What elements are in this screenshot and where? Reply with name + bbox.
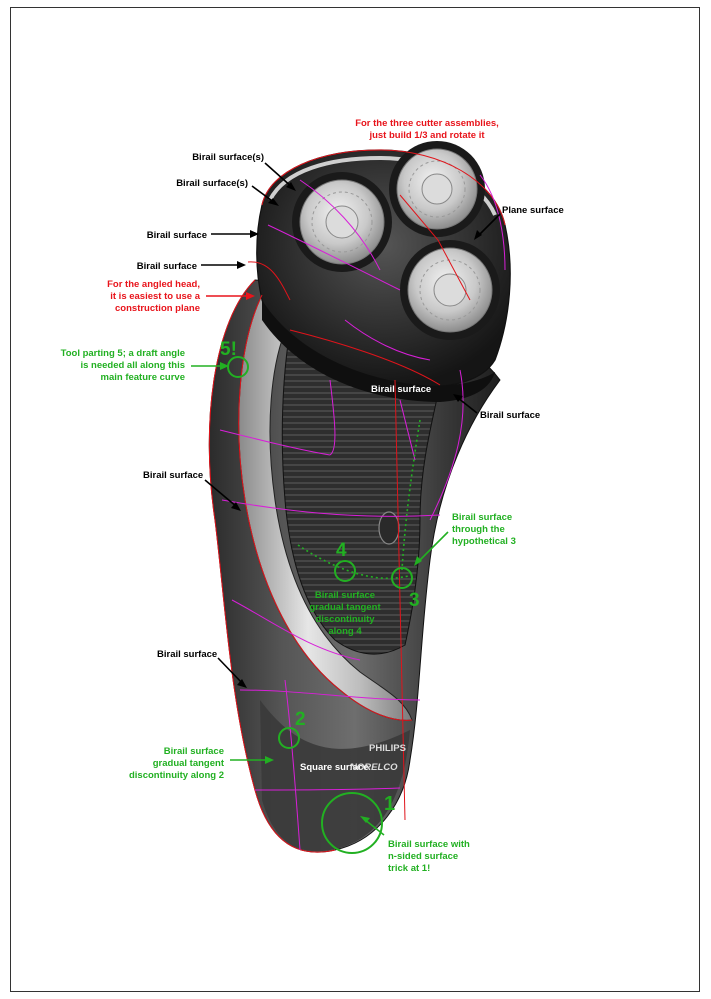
birail-nsided-line3: trick at 1!	[388, 863, 430, 874]
birail-gradual2-line1: Birail surface	[164, 746, 224, 757]
marker-number-4: 4	[336, 540, 347, 561]
marker-circle-4	[334, 560, 356, 582]
construction-curves	[208, 149, 506, 853]
angled-head-line3: construction plane	[115, 303, 200, 314]
birail-gradual4-line4: along 4	[328, 626, 362, 637]
birail-left-label-1: Birail surface	[147, 230, 207, 241]
birail-hypo-line2: through the	[452, 524, 505, 535]
marker-circle-1	[321, 792, 383, 854]
cutters-note-line2: just build 1/3 and rotate it	[368, 130, 485, 141]
birail-body-left-label: Birail surface	[143, 470, 203, 481]
cutters-note-line1: For the three cutter assemblies,	[355, 118, 499, 129]
marker-number-1: 1	[384, 793, 395, 815]
angled-head-line2: it is easiest to use a	[110, 291, 200, 302]
marker-circle-3	[391, 567, 413, 589]
birail-nsided-line2: n-sided surface	[388, 851, 458, 862]
birail-gradual4-line2: gradual tangent	[309, 602, 381, 613]
arrows	[191, 162, 501, 836]
marker-number-5: 5!	[220, 339, 237, 360]
labels: For the three cutter assemblies, just bu…	[61, 118, 564, 874]
birail-gradual4-line3: discontinuity	[315, 614, 375, 625]
plane-surface-label: Plane surface	[502, 205, 564, 216]
birail-nsided-line1: Birail surface with	[388, 839, 470, 850]
birail-neck-label: Birail surface	[371, 384, 431, 395]
birail-hypo-line3: hypothetical 3	[452, 536, 516, 547]
brand-norelco: NORELCO	[350, 762, 398, 773]
cutter-top-right	[389, 141, 485, 237]
birail-surfaces-label-1: Birail surface(s)	[192, 152, 264, 163]
birail-lower-left-label: Birail surface	[157, 649, 217, 660]
birail-right-neck-label: Birail surface	[480, 410, 540, 421]
angled-head-line1: For the angled head,	[107, 279, 200, 290]
marker-number-2: 2	[295, 709, 306, 730]
birail-hypo-line1: Birail surface	[452, 512, 512, 523]
tool-parting-line2: is needed all along this	[80, 360, 185, 371]
marker-circle-5	[227, 356, 249, 378]
cutter-bottom	[400, 240, 500, 340]
page-border	[10, 7, 700, 992]
birail-gradual2-line2: gradual tangent	[153, 758, 225, 769]
birail-left-label-2: Birail surface	[137, 261, 197, 272]
tool-parting-line3: main feature curve	[101, 372, 185, 383]
green-markers	[227, 356, 413, 854]
square-surface-label: Square surface	[300, 762, 369, 773]
birail-surfaces-label-2: Birail surface(s)	[176, 178, 248, 189]
marker-circle-2	[278, 727, 300, 749]
birail-gradual4-line1: Birail surface	[315, 590, 375, 601]
marker-number-3: 3	[409, 590, 420, 611]
birail-gradual2-line3: discontinuity along 2	[129, 770, 224, 781]
cutter-left	[292, 172, 392, 272]
brand-philips: PHILIPS	[369, 743, 406, 754]
tool-parting-line1: Tool parting 5; a draft angle	[61, 348, 185, 359]
